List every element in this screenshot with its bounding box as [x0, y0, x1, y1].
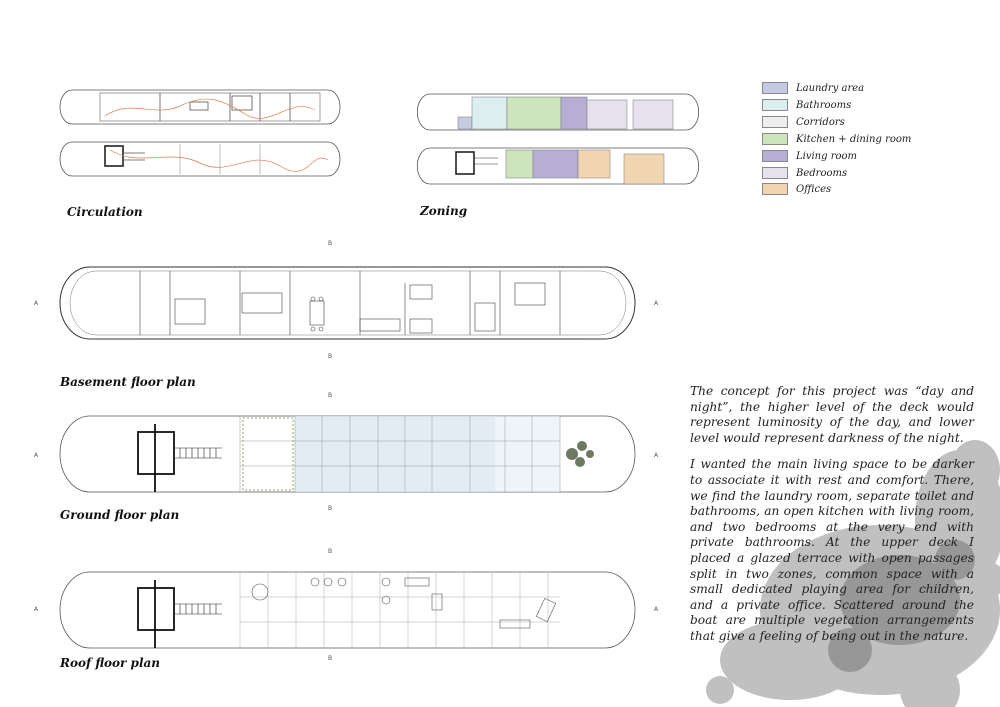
- section-marker-a-right: A: [654, 300, 659, 307]
- section-marker-a-roof-left: A: [34, 606, 39, 613]
- legend-label: Bathrooms: [796, 99, 852, 111]
- legend-item-offices: Offices: [762, 182, 831, 196]
- legend-label: Living room: [796, 150, 858, 162]
- section-marker-b-bottom: B: [328, 353, 333, 360]
- legend-swatch: [762, 82, 788, 94]
- concept-text: The concept for this project was “day an…: [690, 384, 974, 656]
- section-marker-a-ground-right: A: [654, 452, 659, 459]
- section-marker-a-ground-left: A: [34, 452, 39, 459]
- legend-item-living-room: Living room: [762, 149, 857, 163]
- legend-swatch: [762, 150, 788, 162]
- section-marker-a-left: A: [34, 300, 39, 307]
- legend-label: Bedrooms: [796, 167, 848, 179]
- section-marker-b-roof-bottom: B: [328, 655, 333, 662]
- legend-swatch: [762, 99, 788, 111]
- zoning-plan: [416, 93, 700, 185]
- legend-swatch: [762, 116, 788, 128]
- section-marker-b-ground-bottom: B: [328, 505, 333, 512]
- roof-caption: Roof floor plan: [60, 656, 161, 670]
- legend-swatch: [762, 133, 788, 145]
- roof-floor-plan: [59, 571, 636, 649]
- concept-paragraph-2: I wanted the main living space to be dar…: [690, 457, 974, 643]
- legend-item-kitchen-dining: Kitchen + dining room: [762, 132, 911, 146]
- circulation-caption: Circulation: [67, 205, 143, 219]
- legend-item-laundry: Laundry area: [762, 81, 864, 95]
- legend-label: Offices: [796, 183, 832, 195]
- section-marker-b-top: B: [328, 240, 333, 247]
- legend-swatch: [762, 183, 788, 195]
- ground-floor-plan: [59, 415, 636, 493]
- concept-paragraph-1: The concept for this project was “day an…: [690, 384, 974, 445]
- zoning-caption: Zoning: [420, 204, 468, 218]
- section-marker-a-roof-right: A: [654, 606, 659, 613]
- legend-item-corridors: Corridors: [762, 115, 845, 129]
- legend-item-bathrooms: Bathrooms: [762, 98, 851, 112]
- legend-item-bedrooms: Bedrooms: [762, 166, 847, 180]
- section-marker-b-ground-top: B: [328, 392, 333, 399]
- ground-caption: Ground floor plan: [60, 508, 180, 522]
- circulation-plan: [59, 89, 341, 177]
- section-marker-b-roof-top: B: [328, 548, 333, 555]
- basement-floor-plan: [59, 266, 636, 340]
- legend-label: Corridors: [796, 116, 845, 128]
- legend-swatch: [762, 167, 788, 179]
- basement-caption: Basement floor plan: [60, 375, 196, 389]
- legend-label: Kitchen + dining room: [796, 133, 912, 145]
- legend-label: Laundry area: [796, 82, 865, 94]
